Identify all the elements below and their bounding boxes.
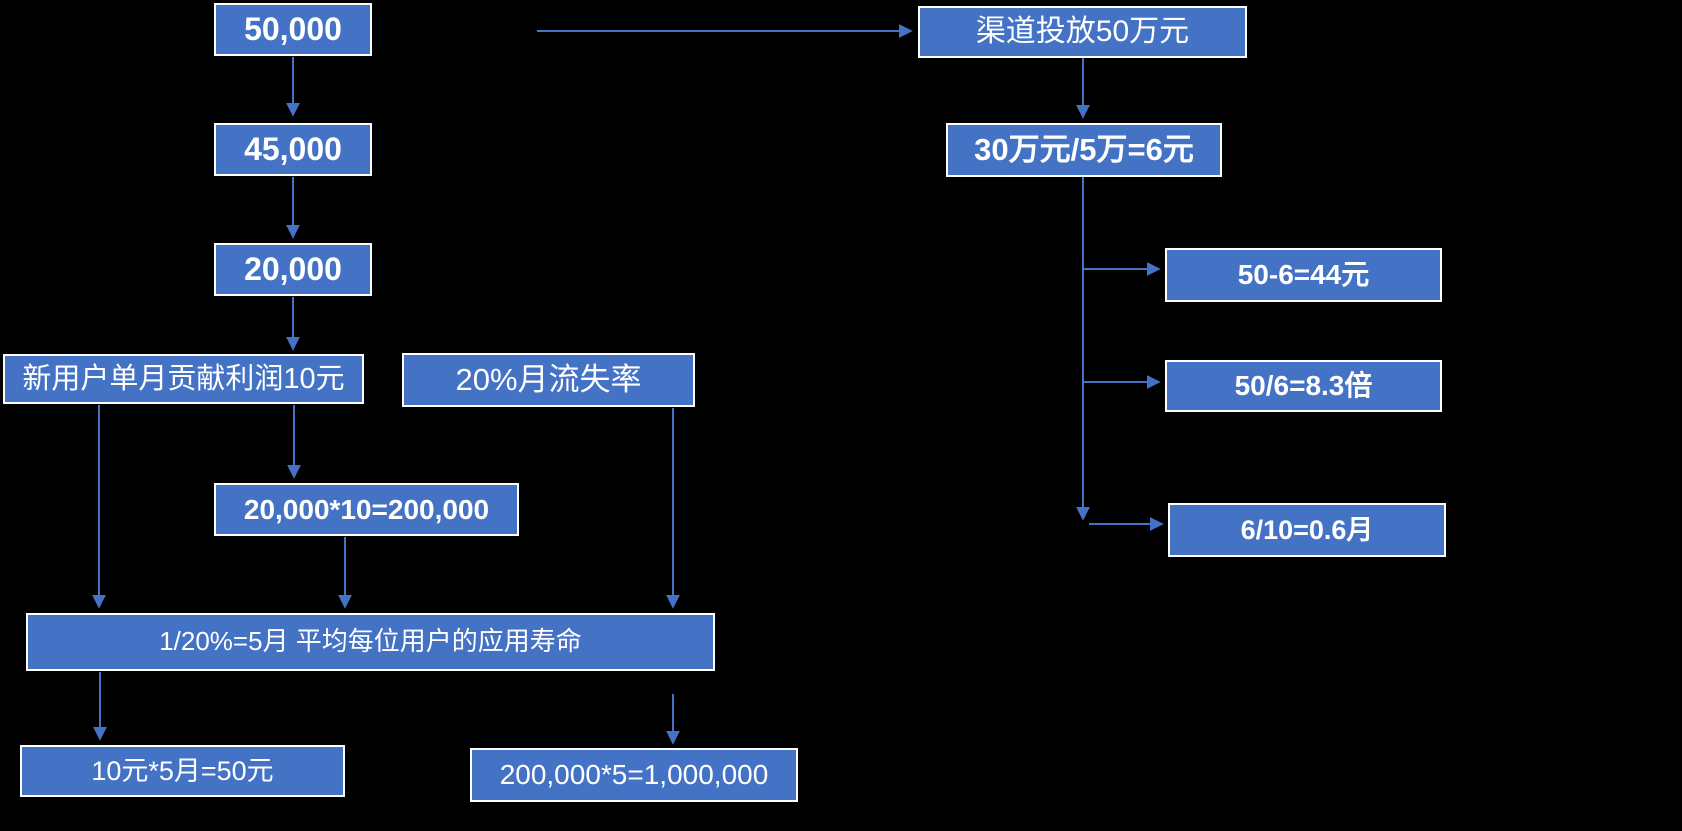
node-user-lifespan: 1/20%=5月 平均每位用户的应用寿命 <box>26 613 715 671</box>
node-cac-calc: 30万元/5万=6元 <box>946 123 1222 177</box>
node-user-ltv: 10元*5月=50元 <box>20 745 345 797</box>
node-new-user-monthly-profit: 新用户单月贡献利润10元 <box>3 354 364 404</box>
node-users-20000: 20,000 <box>214 243 372 296</box>
node-total-profit: 200,000*5=1,000,000 <box>470 748 798 802</box>
node-ltv-cac-ratio: 50/6=8.3倍 <box>1165 360 1442 412</box>
node-users-50000: 50,000 <box>214 3 372 56</box>
node-users-45000: 45,000 <box>214 123 372 176</box>
node-monthly-profit-calc: 20,000*10=200,000 <box>214 483 519 536</box>
node-net-value-per-user: 50-6=44元 <box>1165 248 1442 302</box>
node-payback-period: 6/10=0.6月 <box>1168 503 1446 557</box>
node-channel-spend: 渠道投放50万元 <box>918 6 1247 58</box>
node-monthly-churn-rate: 20%月流失率 <box>402 353 695 407</box>
